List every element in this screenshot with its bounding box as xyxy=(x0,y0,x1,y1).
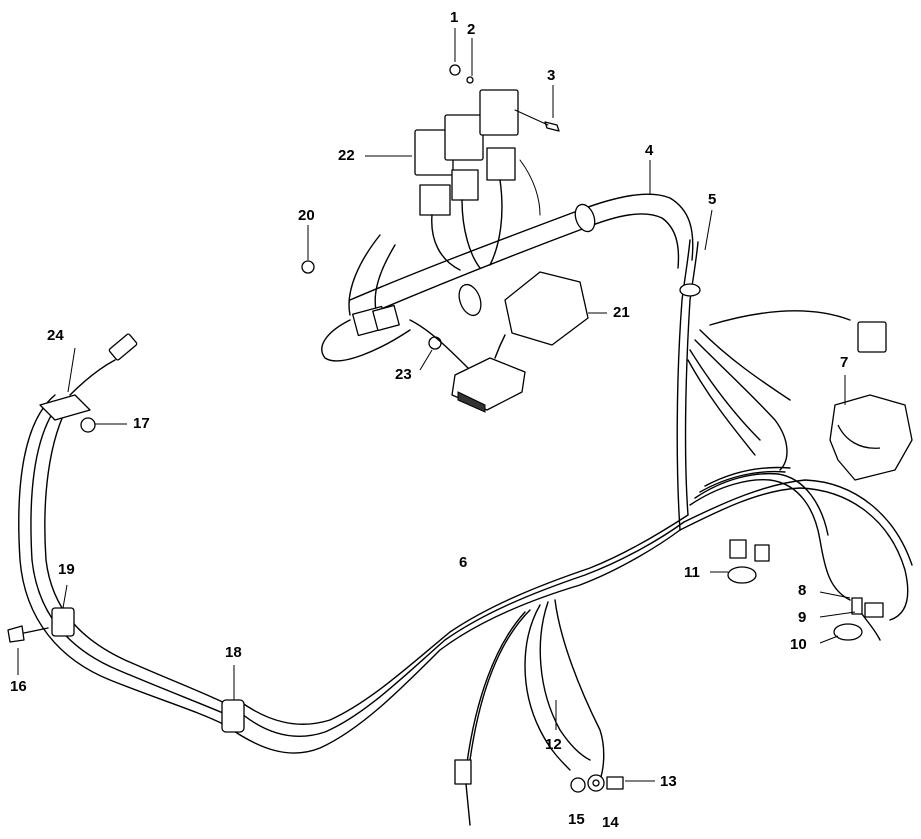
callout-18: 18 xyxy=(225,644,242,661)
callout-23: 23 xyxy=(395,366,412,383)
control-module xyxy=(451,271,589,413)
terminal-cover xyxy=(829,321,913,481)
callout-2: 2 xyxy=(467,21,476,38)
leader-lines xyxy=(17,28,856,782)
callout-10: 10 xyxy=(790,636,807,653)
ring-terminal-hardware xyxy=(570,774,624,793)
callout-8: 8 xyxy=(798,582,807,599)
callout-6: 6 xyxy=(459,554,468,571)
callout-4: 4 xyxy=(645,142,654,159)
callout-1: 1 xyxy=(450,9,459,26)
callout-16: 16 xyxy=(10,678,27,695)
ground-terminal xyxy=(39,333,138,433)
callout-20: 20 xyxy=(298,207,315,224)
relay-group xyxy=(414,89,541,271)
callout-11: 11 xyxy=(684,564,700,581)
callout-7: 7 xyxy=(840,354,849,371)
callout-14: 14 xyxy=(602,814,619,831)
left-connector-cluster xyxy=(321,234,471,371)
clip-18 xyxy=(221,699,245,733)
callout-3: 3 xyxy=(547,67,556,84)
clamp-11 xyxy=(727,539,770,584)
callout-17: 17 xyxy=(133,415,150,432)
clip-19 xyxy=(7,607,75,643)
lower-connector xyxy=(454,759,472,826)
callout-19: 19 xyxy=(58,561,75,578)
callout-9: 9 xyxy=(798,609,807,626)
tube-assembly xyxy=(349,193,701,319)
battery-clamp xyxy=(833,597,884,641)
callout-13: 13 xyxy=(660,773,677,790)
callout-22: 22 xyxy=(338,147,355,164)
callout-12: 12 xyxy=(545,736,562,753)
callout-21: 21 xyxy=(613,304,630,321)
main-harness xyxy=(18,239,913,781)
callout-24: 24 xyxy=(47,327,64,344)
callout-5: 5 xyxy=(708,191,717,208)
callout-15: 15 xyxy=(568,811,585,828)
